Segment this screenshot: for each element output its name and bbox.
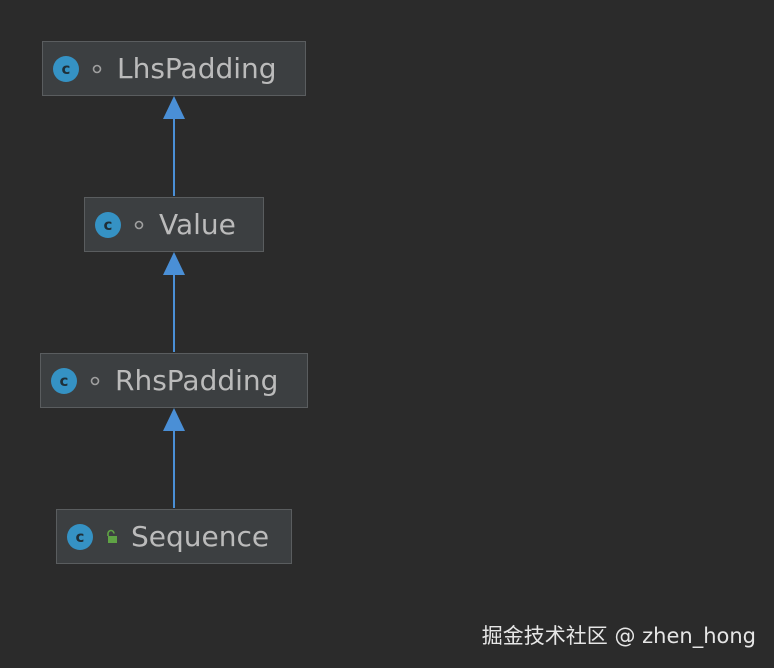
class-node-rhspadding[interactable]: c RhsPadding — [40, 353, 308, 408]
watermark: 掘金技术社区 @ zhen_hong — [481, 624, 756, 648]
package-private-icon — [89, 61, 105, 77]
arrowhead-seq-to-rhs — [163, 408, 185, 431]
class-icon: c — [67, 523, 93, 550]
arrowhead-value-to-lhs — [163, 96, 185, 119]
package-private-icon — [87, 373, 103, 389]
class-name: LhsPadding — [117, 52, 277, 85]
class-name: Sequence — [131, 520, 270, 553]
class-name: RhsPadding — [115, 364, 279, 397]
class-node-sequence[interactable]: c Sequence — [56, 509, 292, 564]
class-icon: c — [53, 55, 79, 82]
class-name: Value — [159, 208, 236, 241]
public-unlock-icon — [103, 529, 119, 545]
class-icon: c — [95, 211, 121, 238]
arrowhead-rhs-to-value — [163, 252, 185, 275]
package-private-icon — [131, 217, 147, 233]
class-node-lhspadding[interactable]: c LhsPadding — [42, 41, 306, 96]
class-icon: c — [51, 367, 77, 394]
class-node-value[interactable]: c Value — [84, 197, 264, 252]
